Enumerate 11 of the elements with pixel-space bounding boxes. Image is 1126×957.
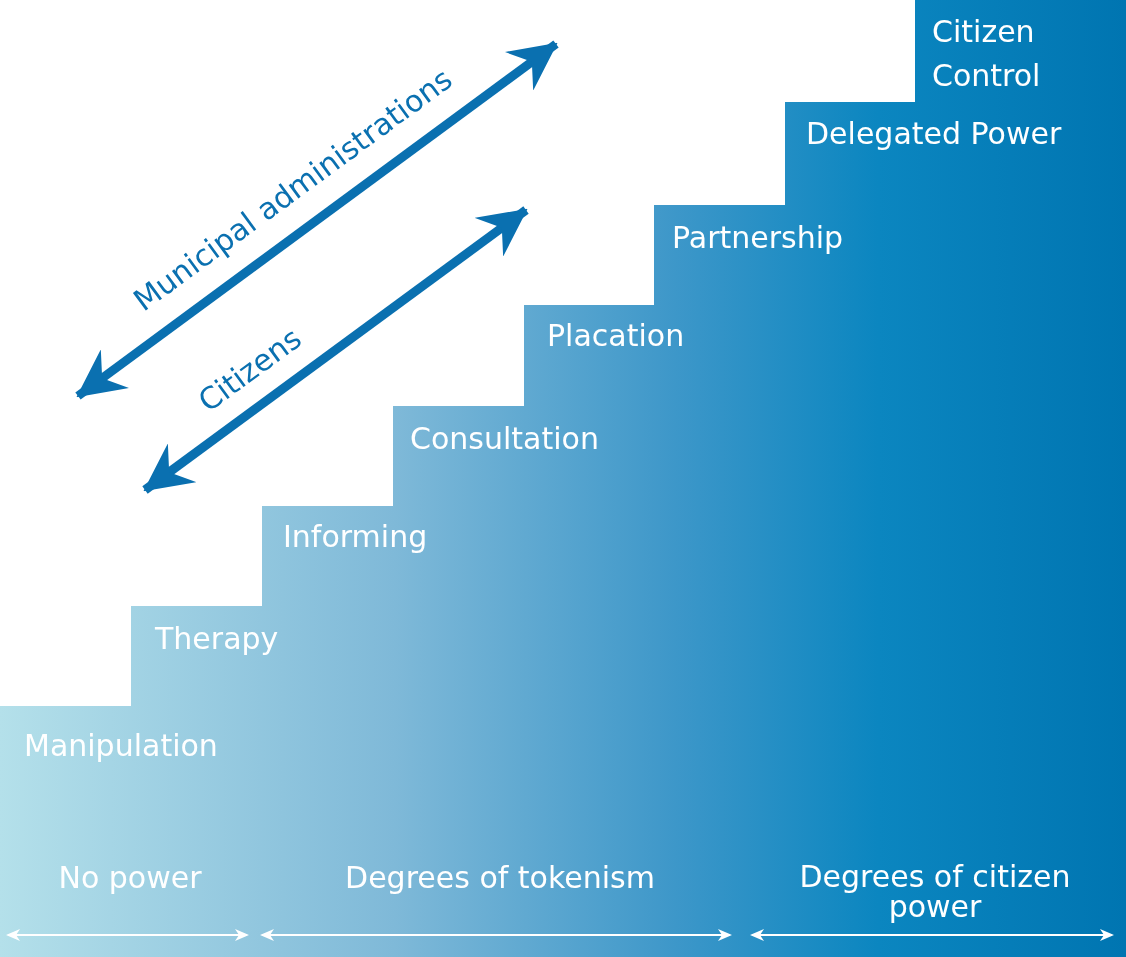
range-label: Degrees of citizen power <box>798 862 1072 922</box>
step-label: Placation <box>547 318 685 354</box>
step-label: Manipulation <box>24 728 218 764</box>
step-label: Informing <box>283 519 428 555</box>
step-label: Partnership <box>672 220 844 256</box>
step-label: Therapy <box>155 621 279 657</box>
range-label: Degrees of tokenism <box>344 860 656 896</box>
step-label: Citizen Control <box>932 13 1042 95</box>
step-label: Delegated Power <box>806 116 1062 152</box>
range-label: No power <box>57 860 203 896</box>
step-label: Consultation <box>410 421 599 457</box>
